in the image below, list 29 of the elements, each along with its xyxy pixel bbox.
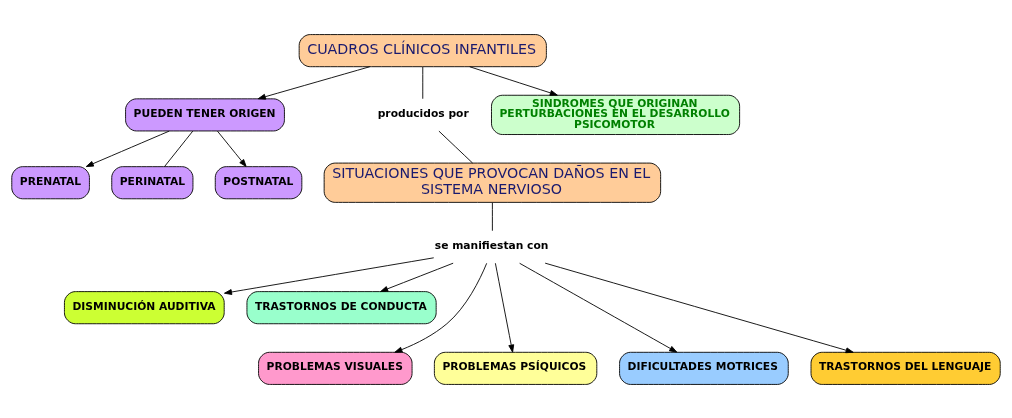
- arrow: [544, 262, 854, 353]
- arrow: [394, 262, 488, 353]
- arrow: [380, 262, 454, 292]
- node-box: PERINATAL: [111, 165, 194, 199]
- arrow: [494, 262, 515, 353]
- node-box: PRENATAL: [11, 165, 90, 199]
- arrow: [469, 65, 558, 96]
- arrow: [519, 262, 678, 353]
- node-box: SINDROMES QUE ORIGINAN PERTURBACIONES EN EL DESARROLLO PSICOMOTOR: [491, 94, 741, 135]
- connector: [438, 130, 474, 163]
- node-box: PROBLEMAS PSÍQUICOS: [433, 351, 598, 385]
- node-box: SITUACIONES QUE PROVOCAN DAÑOS EN EL SISTEMA NERVIOSO: [323, 162, 662, 203]
- connector: [491, 201, 493, 231]
- arrow: [257, 65, 371, 100]
- arrow: [217, 130, 247, 167]
- connector: [422, 66, 424, 99]
- node-box: DISMINUCIÓN AUDITIVA: [64, 290, 225, 324]
- node-box: TRASTORNOS DEL LENGUAJE: [810, 351, 1001, 385]
- node-box: DIFICULTADES MOTRICES: [619, 351, 789, 385]
- node-box: POSTNATAL: [214, 165, 303, 199]
- node-box: PUEDEN TENER ORIGEN: [125, 97, 285, 131]
- arrow: [224, 256, 435, 295]
- node-box: TRASTORNOS DE CONDUCTA: [246, 290, 437, 324]
- node-box: CUADROS CLÍNICOS INFANTILES: [298, 33, 547, 67]
- node-box: PROBLEMAS VISUALES: [258, 351, 413, 385]
- connector: [164, 130, 194, 167]
- arrow: [85, 130, 170, 167]
- node-text: se manifiestan con: [434, 238, 549, 252]
- node-text: producidos por: [377, 106, 469, 120]
